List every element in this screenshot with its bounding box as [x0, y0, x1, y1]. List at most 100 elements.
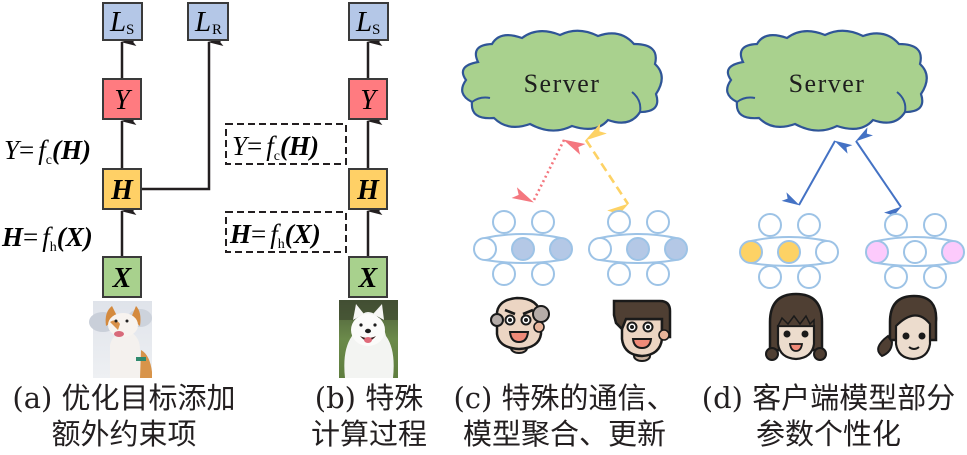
eq-y-lhs: Y [4, 135, 22, 165]
loss-r-subscript: R [212, 22, 222, 38]
eq-h-sub-b: h [278, 237, 285, 252]
h-label-b: H [356, 175, 380, 206]
x-box-b: X [348, 256, 388, 298]
network-node [815, 240, 839, 264]
network-node [923, 213, 947, 237]
eq-h-equals-b: = [251, 219, 266, 249]
double-arrow-blue-left [781, 140, 853, 206]
loss-s-box: L S [102, 2, 143, 41]
server-label-d: Server [789, 69, 866, 98]
network-node [607, 210, 631, 234]
network-node-personalized [549, 237, 573, 261]
panel-a: L S L R Y H X Y=fc(H) H=fh(X) [1, 2, 229, 378]
network-node [531, 262, 555, 286]
y-label-b: Y [360, 85, 379, 116]
h-label: H [110, 175, 134, 206]
loss-r-label: L [194, 6, 211, 38]
h-box: H [102, 168, 142, 210]
eq-h-sub: h [50, 240, 57, 255]
network-node [492, 262, 516, 286]
network-node [473, 237, 497, 261]
network-node [797, 213, 821, 237]
loss-s-subscript-b: S [372, 22, 380, 38]
eq-y-lhs-b: Y [232, 131, 250, 161]
eq-y-func: f [38, 135, 49, 165]
elderly-man-avatar [490, 296, 550, 354]
network-node [646, 262, 670, 286]
server-label-c: Server [524, 69, 601, 98]
network-node [607, 262, 631, 286]
svg-text:Y=fc(H): Y=fc(H) [232, 131, 319, 164]
neural-network-d2 [865, 213, 965, 289]
woman-with-ponytail-avatar [877, 294, 938, 361]
young-man-avatar [612, 299, 672, 362]
network-node-personalized [739, 240, 763, 264]
y-box: Y [102, 78, 142, 120]
x-box: X [102, 256, 142, 298]
svg-text:H=fh(X): H=fh(X) [229, 219, 321, 252]
eq-h-lhs: H [1, 222, 24, 252]
eq-y-arg-b: (H) [280, 131, 319, 161]
eq-h-arg: (X) [57, 222, 93, 252]
network-node [646, 210, 670, 234]
equation-y: Y=fc(H) [4, 135, 91, 168]
network-node [903, 240, 927, 264]
caption-a-line2: 额外约束项 [51, 417, 197, 451]
corgi-dog-photo [89, 301, 152, 378]
loss-s-box-b: L S [348, 2, 389, 41]
caption-b-line2: 计算过程 [310, 417, 427, 451]
network-node-personalized [511, 237, 535, 261]
eq-h-func: f [42, 222, 53, 252]
girl-with-pigtails-avatar [765, 292, 827, 361]
caption-c: (c) 特殊的通信、 模型聚合、更新 [443, 380, 686, 452]
network-layer-outline [599, 233, 677, 264]
network-layer-outline [484, 233, 562, 264]
network-node [797, 265, 821, 289]
y-label: Y [114, 85, 133, 116]
double-arrow-blue-right [855, 127, 902, 221]
network-node [588, 237, 612, 261]
dashed-arrow-yellow [584, 123, 630, 221]
eq-y-sub: c [46, 153, 52, 168]
network-layer-outline [876, 236, 954, 267]
network-node-personalized [941, 240, 965, 264]
x-label-b: X [358, 263, 379, 294]
panel-b: L S Y H X Y=fc(H) H=fh(X) [225, 2, 398, 378]
dotted-arrow-red [511, 139, 586, 203]
panel-c: Server [461, 29, 688, 362]
eq-h-equals: = [23, 222, 38, 252]
eq-h-arg-b: (X) [285, 219, 321, 249]
network-node-personalized [664, 237, 688, 261]
network-node-personalized [626, 237, 650, 261]
eq-y-arg: (H) [52, 135, 91, 165]
server-cloud-d[interactable]: Server [726, 29, 928, 132]
neural-network-c1 [473, 210, 573, 286]
eq-h-func-b: f [270, 219, 281, 249]
caption-a: (a) 优化目标添加 额外约束项 [0, 380, 248, 452]
server-cloud-c[interactable]: Server [461, 29, 663, 132]
eq-y-equals: = [19, 135, 34, 165]
network-node [758, 265, 782, 289]
neural-network-d1 [739, 213, 839, 289]
loss-s-label: L [109, 6, 126, 38]
caption-a-line1: (a) 优化目标添加 [12, 381, 236, 415]
caption-b: (b) 特殊 计算过程 [302, 380, 436, 452]
samoyed-dog-photo [339, 300, 398, 378]
loss-s-subscript: S [126, 22, 134, 38]
equation-h: H=fh(X) [1, 222, 93, 255]
network-node-personalized [777, 240, 801, 264]
network-node [884, 213, 908, 237]
caption-c-line1: (c) 特殊的通信、 [453, 381, 676, 415]
caption-d: (d) 客户端模型部分 参数个性化 [690, 380, 967, 452]
svg-text:H=fh(X): H=fh(X) [1, 222, 93, 255]
neural-network-c2 [588, 210, 688, 286]
network-layer-outline [750, 236, 828, 267]
loss-s-label-b: L [355, 6, 372, 38]
eq-y-sub-b: c [274, 149, 280, 164]
network-node [758, 213, 782, 237]
equation-y-dashed-box: Y=fc(H) [225, 123, 347, 165]
network-node [884, 265, 908, 289]
panel-d: Server [726, 29, 965, 361]
network-node [492, 210, 516, 234]
